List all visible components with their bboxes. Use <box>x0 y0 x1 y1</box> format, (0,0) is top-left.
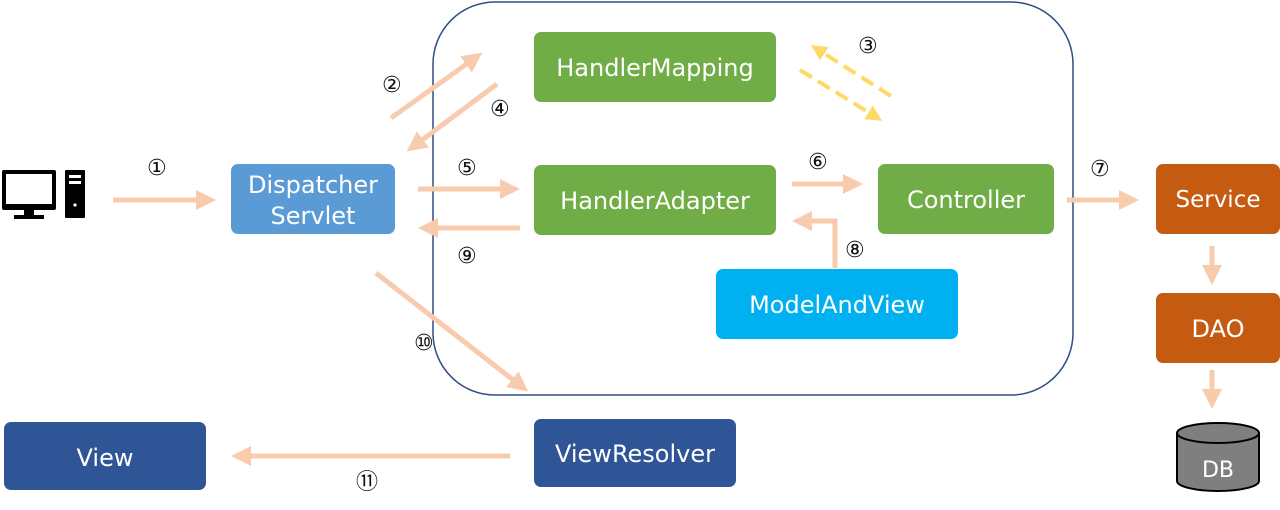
view-label: View <box>77 444 134 472</box>
handler-adapter-box: HandlerAdapter <box>534 165 776 235</box>
dispatcher-label-line1: Dispatcher <box>248 171 378 199</box>
view-box: View <box>4 422 206 490</box>
db-label: DB <box>1202 458 1234 483</box>
dao-box: DAO <box>1156 293 1280 363</box>
step-8-label: ⑧ <box>845 238 865 263</box>
step-4-label: ④ <box>490 97 510 122</box>
handler-mapping-label: HandlerMapping <box>556 54 754 82</box>
arrow-step-8 <box>792 211 838 268</box>
arrow-step-4 <box>406 81 499 152</box>
step-10-label: ⑩ <box>414 331 434 356</box>
step-2-label: ② <box>382 73 402 98</box>
dispatcher-label-line2: Servlet <box>271 202 356 230</box>
step-7-label: ⑦ <box>1090 157 1110 182</box>
dao-label: DAO <box>1192 315 1245 343</box>
handler-adapter-label: HandlerAdapter <box>560 187 750 215</box>
database-icon: DB <box>1176 422 1260 492</box>
model-and-view-label: ModelAndView <box>749 291 925 319</box>
arrow-step-3-out <box>798 68 883 121</box>
step-1-label: ① <box>147 156 167 181</box>
step-3-label: ③ <box>858 34 878 59</box>
step-11-label: ⑪ <box>356 470 378 495</box>
arrow-step-3-back <box>810 45 893 98</box>
view-resolver-label: ViewResolver <box>555 440 715 468</box>
model-and-view-box: ModelAndView <box>716 269 958 339</box>
controller-box: Controller <box>878 164 1054 234</box>
arrow-step-2 <box>389 52 483 121</box>
service-label: Service <box>1175 187 1260 213</box>
computer-icon <box>2 170 85 219</box>
step-6-label: ⑥ <box>808 150 828 175</box>
dispatcher-servlet-box: Dispatcher Servlet <box>231 164 395 234</box>
service-box: Service <box>1156 164 1280 234</box>
view-resolver-box: ViewResolver <box>534 419 736 487</box>
arrow-step-10 <box>374 271 529 392</box>
step-5-label: ⑤ <box>457 156 477 181</box>
step-9-label: ⑨ <box>457 244 477 269</box>
handler-mapping-box: HandlerMapping <box>534 32 776 102</box>
controller-label: Controller <box>907 186 1025 214</box>
